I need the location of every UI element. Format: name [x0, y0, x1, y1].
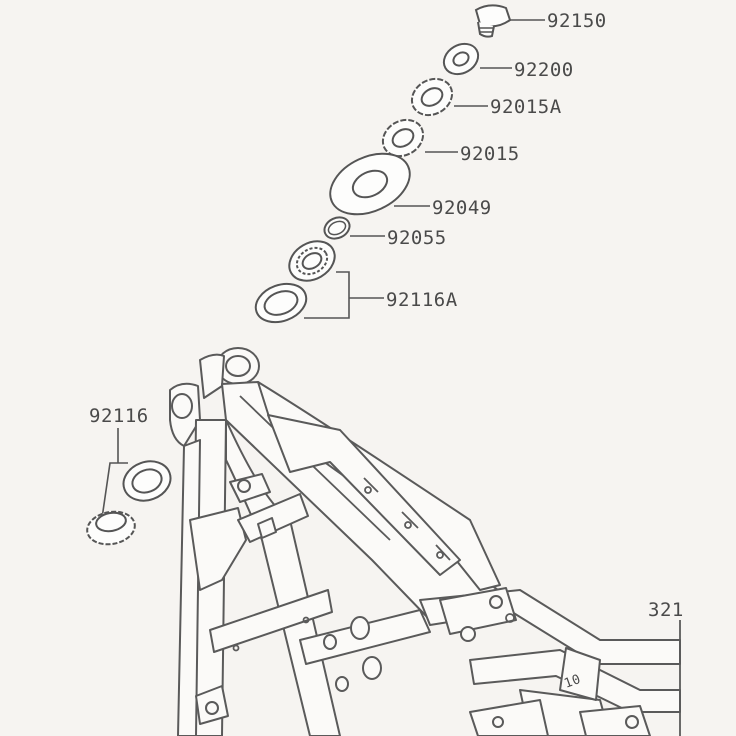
part-92049-seal — [329, 152, 411, 216]
frame-mark-label: 10 — [562, 672, 583, 692]
part-92015A-nut — [410, 77, 454, 117]
part-92116-bearing — [86, 510, 136, 546]
frame-bolt — [323, 616, 370, 650]
part-92200-washer — [442, 42, 480, 76]
part-number-label[interactable]: 92150 — [547, 10, 607, 32]
part-number-label[interactable]: 321 — [648, 599, 684, 621]
bracket-92116A — [304, 271, 350, 319]
part-92116A-bearing-upper — [288, 240, 336, 282]
part-number-label[interactable]: 92015A — [490, 96, 562, 118]
part-number-label[interactable]: 92116A — [386, 289, 458, 311]
part-92015-nut — [381, 118, 425, 158]
part-number-label[interactable]: 92200 — [514, 59, 574, 81]
part-92150-stem-cap — [474, 4, 512, 38]
part-92055-o-ring — [323, 216, 351, 240]
part-number-label[interactable]: 92049 — [432, 197, 492, 219]
part-number-label[interactable]: 92015 — [460, 143, 520, 165]
part-number-label[interactable]: 92116 — [89, 405, 149, 427]
part-92116A-bearing-race — [254, 282, 308, 324]
frame-bolt — [335, 656, 382, 692]
part-92116-race — [122, 460, 172, 502]
part-number-label[interactable]: 92055 — [387, 227, 447, 249]
motorcycle-frame — [169, 347, 681, 736]
